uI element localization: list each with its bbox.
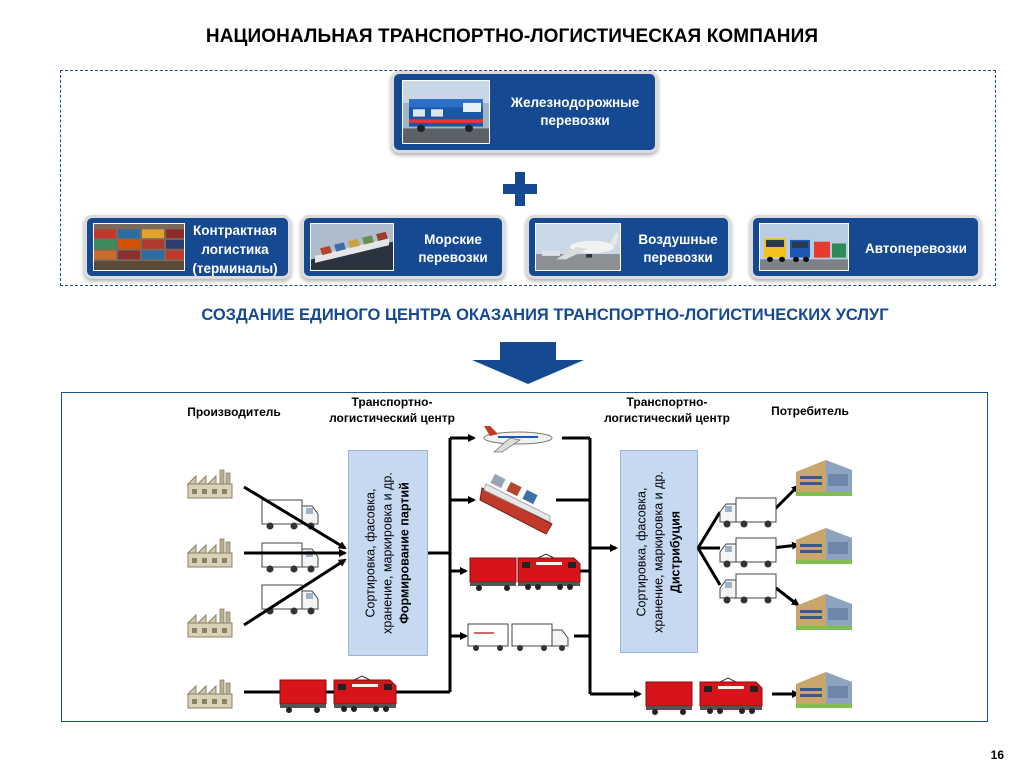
card-air-label: Воздушные перевозки (638, 232, 718, 265)
containers-photo (93, 223, 185, 271)
distribution-line1: Сортировка, фасовка, (634, 487, 649, 616)
locomotive-photo (402, 80, 490, 144)
producer-heading: Производитель (187, 405, 281, 419)
card-sea: Морские перевозки (301, 215, 505, 279)
container-ship-photo (310, 223, 394, 271)
consumer-heading: Потребитель (771, 404, 849, 418)
card-auto-label: Автоперевозки (865, 241, 967, 256)
transport-modes-frame (60, 70, 996, 286)
section-subtitle: СОЗДАНИЕ ЕДИНОГО ЦЕНТРА ОКАЗАНИЯ ТРАНСПО… (201, 306, 889, 324)
card-auto: Автоперевозки (750, 215, 981, 279)
distribution-line2: хранение, маркировка и др. (651, 470, 666, 633)
card-contract-logistics: Контрактная логистика (терминалы) (84, 215, 291, 279)
distribution-title: Дистрибуция (668, 510, 683, 593)
card-rail: Железнодорожные перевозки (391, 71, 658, 153)
tlc-left-heading: Транспортно-логистический центр (329, 395, 455, 425)
formation-line2: хранение, маркировка и др. (380, 472, 395, 634)
trucks-photo (759, 223, 849, 271)
formation-line1: Сортировка, фасовка, (363, 488, 378, 618)
formation-title: Формирование партий (397, 482, 412, 624)
plus-icon (503, 172, 537, 206)
slide-title: НАЦИОНАЛЬНАЯ ТРАНСПОРТНО-ЛОГИСТИЧЕСКАЯ К… (205, 26, 819, 47)
distribution-panel: Сортировка, фасовка, хранение, маркировк… (620, 450, 698, 653)
card-air: Воздушные перевозки (526, 215, 731, 279)
page-number: 16 (990, 748, 1004, 762)
formation-panel: Сортировка, фасовка, хранение, маркировк… (348, 450, 428, 656)
tlc-right-heading: Транспортно-логистический центр (604, 395, 730, 425)
card-contract-label: Контрактная логистика (терминалы) (192, 223, 278, 276)
card-sea-label: Морские перевозки (418, 232, 488, 265)
down-arrow-icon (472, 342, 584, 384)
airplane-photo (535, 223, 621, 271)
logistics-flow-frame (61, 392, 988, 722)
card-rail-label: Железнодорожные перевозки (510, 95, 640, 128)
